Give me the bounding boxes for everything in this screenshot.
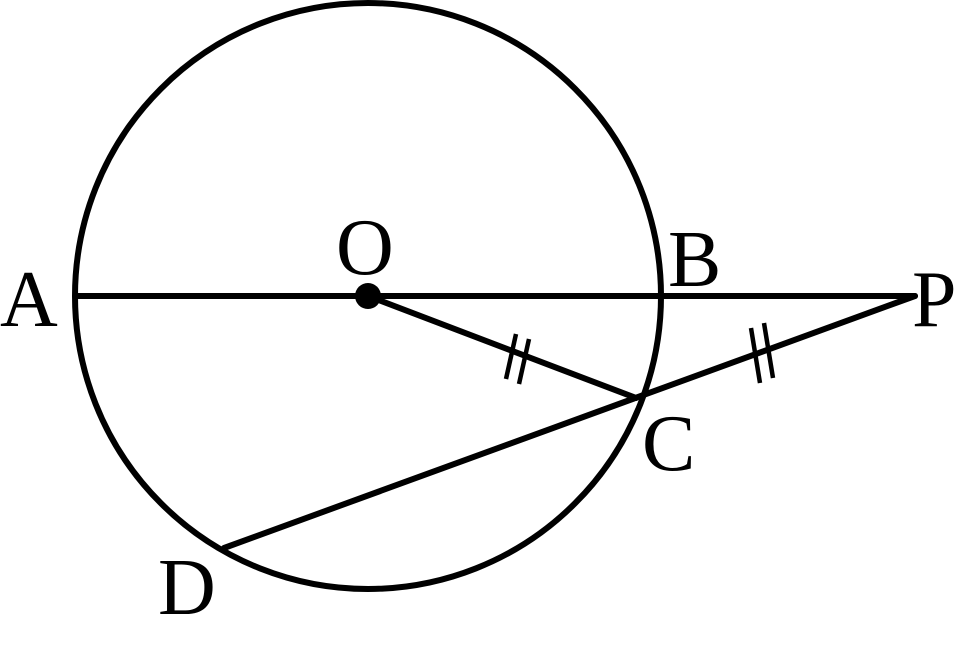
label-d: D — [158, 544, 216, 632]
center-point-o — [355, 283, 381, 309]
segment-dp — [221, 293, 918, 551]
label-a: A — [0, 256, 58, 344]
equal-mark-cp — [748, 322, 776, 384]
equal-mark-oc — [503, 333, 532, 385]
label-o: O — [336, 204, 394, 292]
label-p: P — [912, 256, 957, 344]
label-b: B — [668, 216, 721, 304]
segment-oc — [365, 293, 639, 401]
label-c: C — [642, 400, 695, 488]
